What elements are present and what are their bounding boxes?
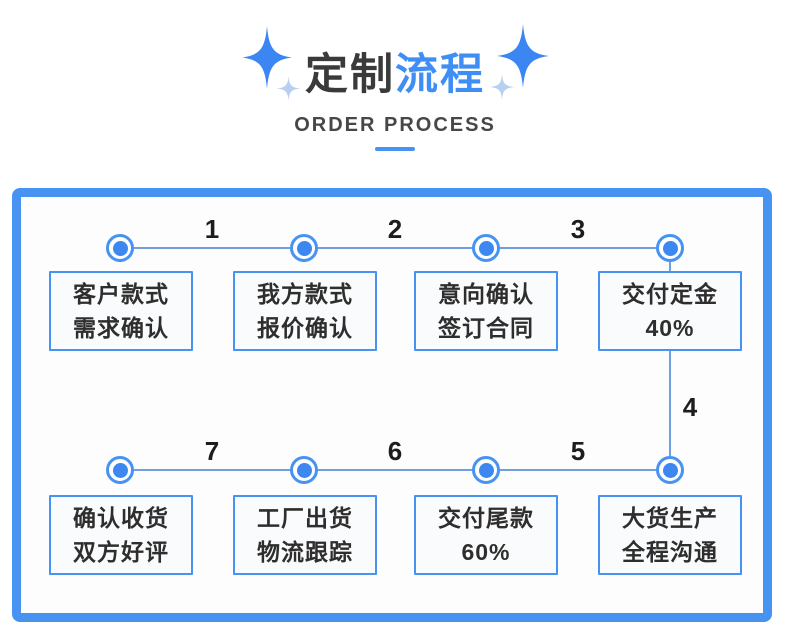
page-title: 定制流程: [0, 51, 790, 99]
node-dot: [478, 240, 494, 256]
step-number-4: 4: [682, 392, 698, 422]
step-number-3: 3: [570, 214, 586, 244]
process-box-our-quotation: 我方款式 报价确认: [233, 271, 377, 351]
page-title-blue: 流程: [395, 51, 485, 99]
process-box-line: 需求确认: [73, 315, 169, 341]
flow-node-6: [472, 456, 500, 484]
process-box-deposit-40: 交付定金 40%: [598, 271, 742, 351]
process-box-customer-style: 客户款式 需求确认: [49, 271, 193, 351]
process-box-line: 双方好评: [73, 539, 169, 565]
process-box-confirm-receipt: 确认收货 双方好评: [49, 495, 193, 575]
flow-node-2: [290, 234, 318, 262]
connector-line-bottom: [120, 469, 670, 471]
step-number-6: 6: [387, 436, 403, 466]
step-number-1: 1: [204, 214, 220, 244]
flow-node-8: [106, 456, 134, 484]
sparkle-icon: [276, 76, 301, 101]
process-box-line: 客户款式: [73, 281, 169, 307]
node-dot: [296, 240, 312, 256]
page-title-dark: 定制: [305, 51, 395, 99]
step-number-7: 7: [204, 436, 220, 466]
process-panel: 1 2 3 4 5 6 7 客户款式 需求确认 我方款式 报价确认 意向确认 签…: [12, 188, 772, 622]
connector-line-vertical: [669, 248, 671, 470]
process-box-line: 交付定金: [622, 281, 718, 307]
page-subtitle: ORDER PROCESS: [294, 114, 496, 136]
flow-node-1: [106, 234, 134, 262]
process-box-line: 40%: [645, 315, 695, 341]
process-box-line: 意向确认: [438, 281, 534, 307]
process-box-line: 60%: [461, 539, 511, 565]
node-dot: [662, 462, 678, 478]
process-box-balance-60: 交付尾款 60%: [414, 495, 558, 575]
sparkle-icon: [497, 24, 549, 88]
connector-line-top: [120, 247, 670, 249]
process-box-line: 签订合同: [438, 315, 534, 341]
sparkle-icon: [242, 26, 292, 89]
flow-node-3: [472, 234, 500, 262]
flow-node-7: [290, 456, 318, 484]
node-dot: [296, 462, 312, 478]
process-box-bulk-production: 大货生产 全程沟通: [598, 495, 742, 575]
process-box-line: 大货生产: [622, 505, 718, 531]
flow-node-4: [656, 234, 684, 262]
node-dot: [478, 462, 494, 478]
step-number-2: 2: [387, 214, 403, 244]
node-dot: [662, 240, 678, 256]
node-dot: [112, 240, 128, 256]
process-box-line: 物流跟踪: [257, 539, 353, 565]
process-box-line: 报价确认: [257, 315, 353, 341]
step-number-5: 5: [570, 436, 586, 466]
title-underline: [375, 147, 415, 151]
process-box-sign-contract: 意向确认 签订合同: [414, 271, 558, 351]
node-dot: [112, 462, 128, 478]
process-box-factory-shipping: 工厂出货 物流跟踪: [233, 495, 377, 575]
process-box-line: 工厂出货: [257, 505, 353, 531]
sparkle-icon: [489, 74, 515, 100]
process-box-line: 确认收货: [73, 505, 169, 531]
process-box-line: 我方款式: [257, 281, 353, 307]
flow-node-5: [656, 456, 684, 484]
process-box-line: 交付尾款: [438, 505, 534, 531]
process-box-line: 全程沟通: [622, 539, 718, 565]
